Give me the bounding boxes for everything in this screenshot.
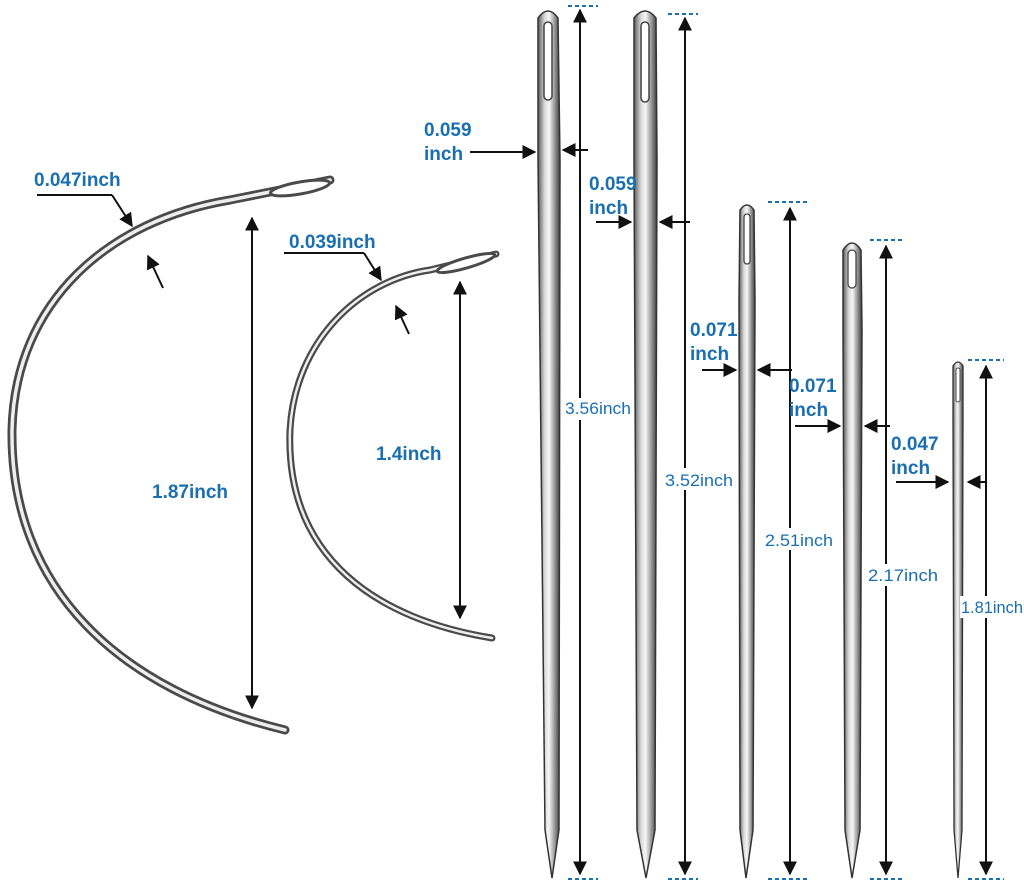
straight-needle-5-body xyxy=(952,361,964,879)
curved-needle-large-body xyxy=(7,175,335,735)
curved-needle-small: 0.039inch 1.4inch xyxy=(284,232,500,642)
thickness-label-line2: inch xyxy=(690,344,729,365)
length-label: 3.52inch xyxy=(665,471,733,490)
straight-needle-1-eye xyxy=(543,21,553,101)
dimension-arrow xyxy=(147,254,164,289)
straight-needle-3-eye xyxy=(743,213,751,265)
straight-needle-1: 0.059 inch 3.56inch xyxy=(424,5,632,880)
thickness-label-line2: inch xyxy=(589,198,628,219)
thickness-label-line1: 0.047 xyxy=(891,434,939,455)
curved-needle-large-eye xyxy=(268,178,332,198)
height-label: 1.87inch xyxy=(152,482,228,503)
straight-needle-4: 0.071 inch 2.17inch xyxy=(789,239,940,880)
thickness-label-line1: 0.059 xyxy=(589,174,637,195)
dimension-arrow xyxy=(111,194,133,228)
length-label: 2.51inch xyxy=(765,531,833,550)
dimension-arrow xyxy=(363,252,382,282)
height-label: 1.4inch xyxy=(376,444,441,465)
length-label: 3.56inch xyxy=(565,399,631,418)
thickness-label-line2: inch xyxy=(891,458,930,479)
straight-needle-2-eye xyxy=(640,21,650,103)
straight-needle-3: 0.071 inch 2.51inch xyxy=(690,201,834,880)
curved-needle-small-eye xyxy=(435,251,497,275)
straight-needle-1-body xyxy=(537,10,561,879)
straight-needle-5-eye xyxy=(955,367,961,403)
straight-needle-4-body xyxy=(842,242,863,879)
straight-needle-3-body xyxy=(738,204,756,879)
length-label: 1.81inch xyxy=(961,598,1023,617)
thickness-label-line1: 0.071 xyxy=(789,376,837,397)
dimension-arrow xyxy=(394,304,410,335)
straight-needle-4-eye xyxy=(847,249,857,289)
thickness-label: 0.047inch xyxy=(34,170,121,191)
length-label: 2.17inch xyxy=(868,566,938,585)
curved-needle-large: 0.047inch 1.87inch xyxy=(7,170,335,735)
thickness-label-line1: 0.071 xyxy=(690,320,738,341)
straight-needle-2-body xyxy=(633,10,658,879)
thickness-label-line2: inch xyxy=(789,400,828,421)
thickness-label: 0.039inch xyxy=(289,232,376,253)
thickness-label-line2: inch xyxy=(424,144,463,165)
straight-needle-5: 0.047 inch 1.81inch xyxy=(891,359,1024,880)
straight-needle-2: 0.059 inch 3.52inch xyxy=(589,10,734,880)
thickness-label-line1: 0.059 xyxy=(424,120,472,141)
